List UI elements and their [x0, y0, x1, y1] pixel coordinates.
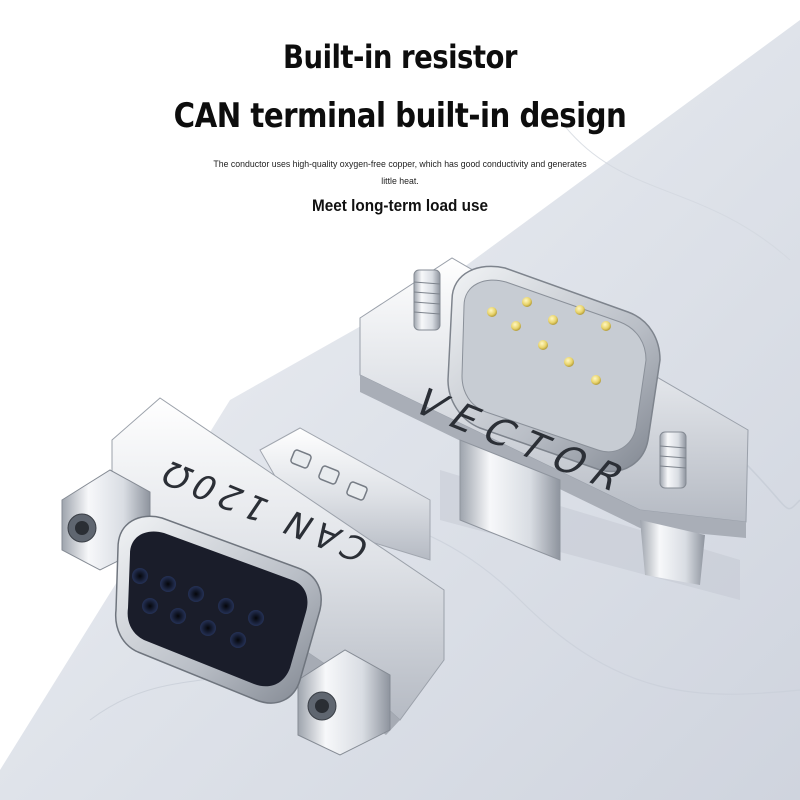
headline: Built-in resistor [283, 38, 517, 76]
tagline: Meet long-term load use [312, 196, 488, 215]
subheadline: CAN terminal built-in design [173, 96, 627, 136]
female-db9-connector: CAN 120Ω [61, 397, 445, 756]
socket-holes [132, 568, 264, 648]
description-text: The conductor uses high-quality oxygen-f… [213, 159, 587, 187]
gold-pins [487, 297, 611, 385]
